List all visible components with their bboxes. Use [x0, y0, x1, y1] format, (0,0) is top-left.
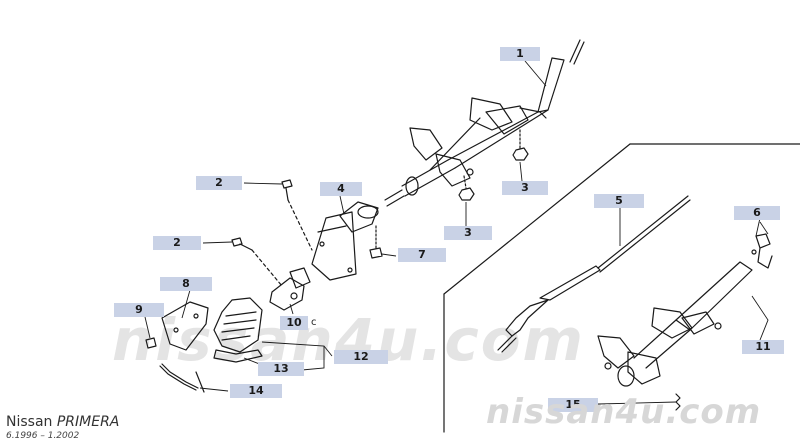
leader-6b — [759, 221, 769, 235]
callout-3-lower[interactable]: 3 — [444, 226, 492, 240]
callout-10-suffix: c — [311, 317, 317, 328]
hole-cover-part — [311, 201, 379, 281]
bolt-part-2-lower — [231, 237, 283, 287]
switch-bracket-part-6 — [751, 233, 773, 269]
production-period: 6.1996 – 1.2002 — [6, 431, 80, 441]
site-watermark: nissan4u.com — [486, 392, 762, 432]
nut-part-3-upper — [512, 129, 529, 161]
leader-6a — [755, 217, 761, 237]
callout-13[interactable]: 13 — [258, 362, 304, 376]
boot-assembly-part — [213, 297, 263, 363]
callout-6[interactable]: 6 — [734, 206, 780, 220]
clip-part-7 — [369, 225, 383, 259]
vehicle-title: Nissan PRIMERA — [6, 414, 119, 430]
callout-9[interactable]: 9 — [114, 303, 164, 317]
wire-part-14 — [159, 363, 205, 393]
leader-1 — [524, 60, 547, 87]
leader-9 — [144, 316, 151, 339]
leader-2b — [202, 241, 233, 244]
bolt-part-2-upper — [281, 179, 313, 251]
leader-2a — [243, 182, 283, 185]
callout-11[interactable]: 11 — [742, 340, 784, 354]
leader-11 — [751, 295, 769, 341]
leader-12 — [261, 341, 333, 357]
section-divider-line — [443, 143, 800, 433]
callout-1[interactable]: 1 — [500, 47, 540, 61]
lower-column-assembly-part — [597, 261, 753, 387]
leader-7 — [381, 253, 397, 257]
callout-5[interactable]: 5 — [594, 194, 644, 208]
upper-steering-column-part — [384, 39, 585, 207]
callout-3-upper[interactable]: 3 — [502, 181, 548, 195]
vehicle-make: Nissan — [6, 414, 53, 430]
callout-2-upper[interactable]: 2 — [196, 176, 242, 190]
callout-14[interactable]: 14 — [230, 384, 282, 398]
callout-2-lower[interactable]: 2 — [153, 236, 201, 250]
leader-8 — [181, 289, 191, 319]
vehicle-model: PRIMERA — [56, 414, 120, 430]
callout-8[interactable]: 8 — [160, 277, 212, 291]
bracket-part-8 — [161, 301, 209, 351]
leader-4 — [339, 195, 345, 215]
universal-joint-part — [269, 267, 311, 311]
leader-15 — [597, 401, 677, 405]
callout-15[interactable]: 15 — [548, 398, 598, 412]
callout-12[interactable]: 12 — [334, 350, 388, 364]
intermediate-shaft-part — [497, 195, 691, 353]
callout-7[interactable]: 7 — [398, 248, 446, 262]
leader-12b — [301, 346, 325, 371]
callout-10[interactable]: 10 — [280, 316, 308, 330]
screw-part-9 — [145, 337, 157, 349]
leader-14 — [199, 387, 229, 392]
leader-10 — [289, 303, 294, 315]
callout-4[interactable]: 4 — [320, 182, 362, 196]
nut-part-3-lower — [458, 175, 475, 201]
leader-3a — [519, 161, 523, 182]
